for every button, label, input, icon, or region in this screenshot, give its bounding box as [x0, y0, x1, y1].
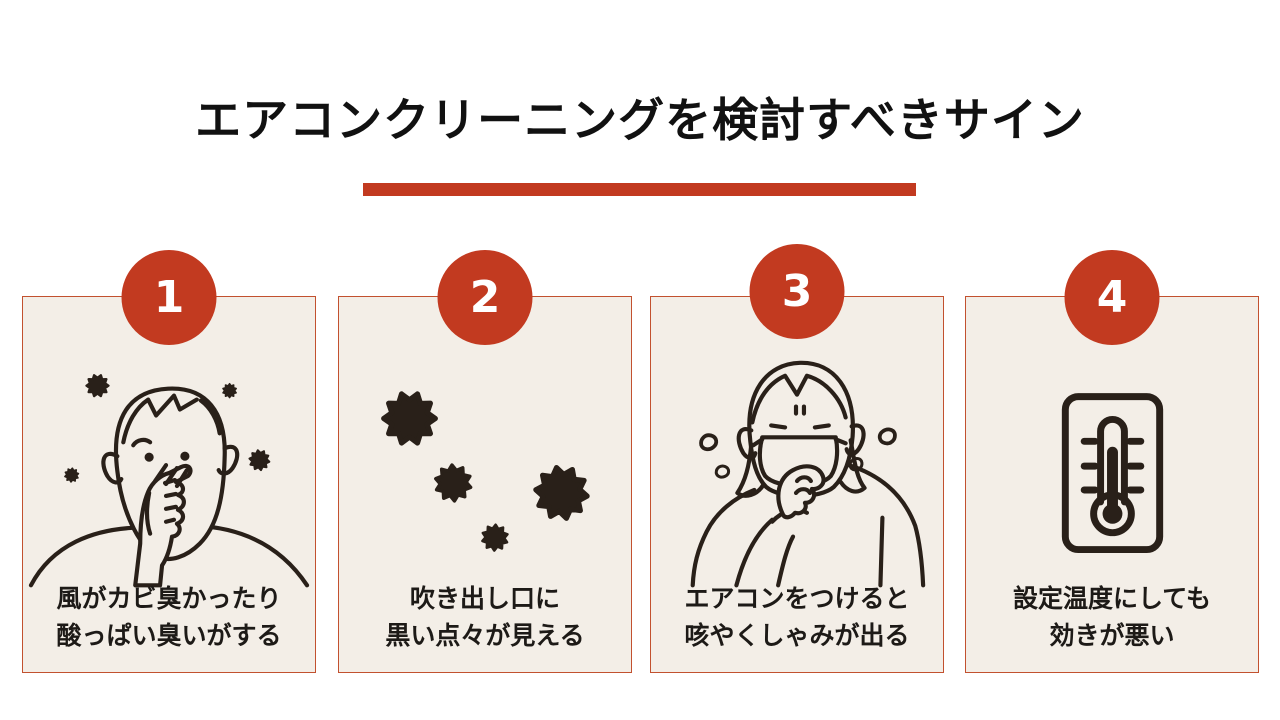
sign-card-3: 3	[650, 244, 944, 673]
caption-line: エアコンをつけると	[684, 584, 910, 613]
caption-line: 吹き出し口に	[409, 584, 560, 613]
caption-line: 風がカビ臭かったり	[56, 584, 282, 613]
sign-card-4: 4 設定温度にしても 効きが悪い	[965, 250, 1259, 673]
sign-card-1: 1	[22, 250, 316, 673]
title-underline-bar	[363, 183, 916, 196]
caption-line: 酸っぱい臭いがする	[56, 621, 282, 650]
person-pinching-nose-icon	[28, 297, 310, 588]
card-number-badge: 1	[121, 250, 217, 345]
caption-line: 設定温度にしても	[1012, 584, 1211, 613]
card-number: 4	[1096, 271, 1128, 323]
card-number: 3	[781, 265, 813, 317]
caption-line: 黒い点々が見える	[385, 621, 585, 650]
caption-line: 咳やくしゃみが出る	[684, 621, 910, 650]
card-number-badge: 3	[749, 244, 845, 339]
card-caption: エアコンをつけると 咳やくしゃみが出る	[651, 580, 943, 654]
card-caption: 吹き出し口に 黒い点々が見える	[339, 580, 631, 654]
sign-card-2: 2 吹き出し口に 黒い点々が見える	[338, 250, 632, 673]
thermometer-icon	[1061, 393, 1164, 554]
card-caption: 設定温度にしても 効きが悪い	[966, 580, 1258, 654]
card-number: 2	[469, 271, 501, 323]
card-number-badge: 4	[1064, 250, 1160, 345]
page-title: エアコンクリーニングを検討すべきサイン	[195, 93, 1085, 147]
card-number: 1	[153, 271, 185, 323]
card-number-badge: 2	[437, 250, 533, 345]
person-coughing-with-mask-icon	[690, 360, 926, 588]
caption-line: 効きが悪い	[1049, 621, 1175, 650]
card-caption: 風がカビ臭かったり 酸っぱい臭いがする	[23, 580, 315, 654]
